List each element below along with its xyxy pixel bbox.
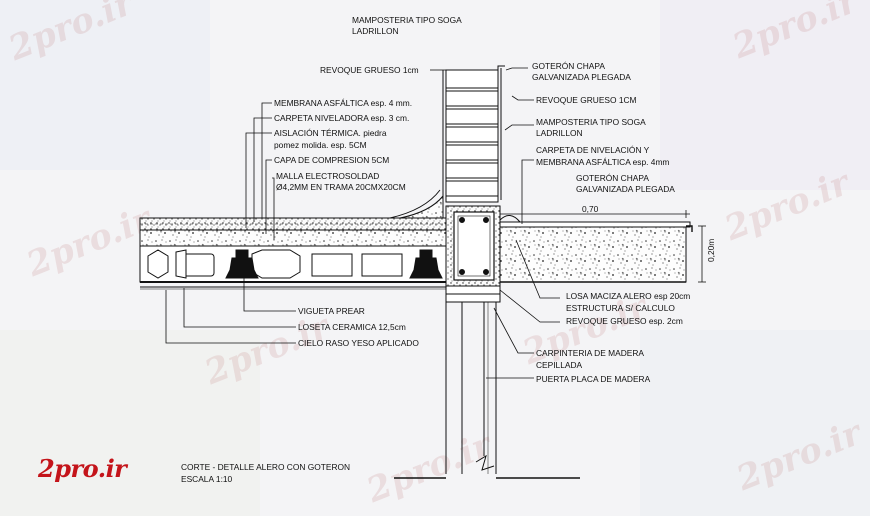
label-cielo: CIELO RASO YESO APLICADO [298, 338, 419, 348]
label-malla: MALLA ELECTROSOLDAD [276, 171, 379, 181]
label-vigueta: VIGUETA PREAR [298, 306, 365, 316]
label-losa-2: ESTRUCTURA S/ CALCULO [566, 303, 675, 313]
label-aislacion-2: pomez molida. esp. 5CM [274, 140, 367, 150]
dimension-lines [499, 210, 706, 283]
dim-020: 0,20m [706, 239, 716, 262]
label-mamposteria-right: MAMPOSTERIA TIPO SOGA [536, 117, 646, 127]
cantilever-slab [499, 215, 693, 283]
leader-lines [165, 67, 560, 379]
label-carpeta: CARPETA NIVELADORA esp. 3 cm. [274, 113, 409, 123]
label-revoque-2cm: REVOQUE GRUESO esp. 2cm [566, 316, 683, 326]
label-malla-2: Ø4,2MM EN TRAMA 20CMX20CM [276, 182, 406, 192]
label-goteron-top-2: GALVANIZADA PLEGADA [532, 72, 631, 82]
label-membrana: MEMBRANA ASFÁLTICA esp. 4 mm. [274, 98, 412, 108]
drawing-title: CORTE - DETALLE ALERO CON GOTERON [181, 462, 350, 472]
label-revoque-1cm-right: REVOQUE GRUESO 1CM [536, 95, 637, 105]
dim-070: 0,70 [582, 204, 599, 214]
site-logo: 2pro.ir [38, 454, 127, 483]
label-puerta: PUERTA PLACA DE MADERA [536, 374, 651, 384]
label-aislacion: AISLACIÓN TÉRMICA. piedra [274, 128, 387, 138]
label-mamposteria-top-2: LADRILLON [352, 26, 399, 36]
label-carpinteria: CARPINTERIA DE MADERA [536, 348, 644, 358]
roof-slab [139, 189, 449, 290]
label-carpinteria-2: CEPILLADA [536, 360, 582, 370]
label-goteron-right: GOTERÓN CHAPA [576, 173, 649, 183]
label-carpeta-nivel-2: MEMBRANA ASFÁLTICA esp. 4mm [536, 157, 669, 167]
label-mamposteria-right-2: LADRILLON [536, 128, 583, 138]
drawing-scale: ESCALA 1:10 [181, 474, 233, 484]
label-mamposteria-top: MAMPOSTERIA TIPO SOGA [352, 15, 462, 25]
label-capa: CAPA DE COMPRESION 5CM [274, 155, 389, 165]
annotation-labels: MAMPOSTERIA TIPO SOGA LADRILLON REVOQUE … [181, 15, 716, 484]
beam [445, 205, 501, 303]
label-carpeta-nivel: CARPETA DE NIVELACIÓN Y [536, 145, 650, 155]
label-loseta: LOSETA CERAMICA 12,5cm [298, 322, 406, 332]
label-losa: LOSA MACIZA ALERO esp 20cm [566, 291, 690, 301]
label-goteron-top: GOTERÓN CHAPA [532, 61, 605, 71]
lower-wall [394, 302, 580, 479]
label-goteron-right-2: GALVANIZADA PLEGADA [576, 184, 675, 194]
brick-wall [442, 65, 505, 205]
label-revoque-1cm: REVOQUE GRUESO 1cm [320, 65, 419, 75]
